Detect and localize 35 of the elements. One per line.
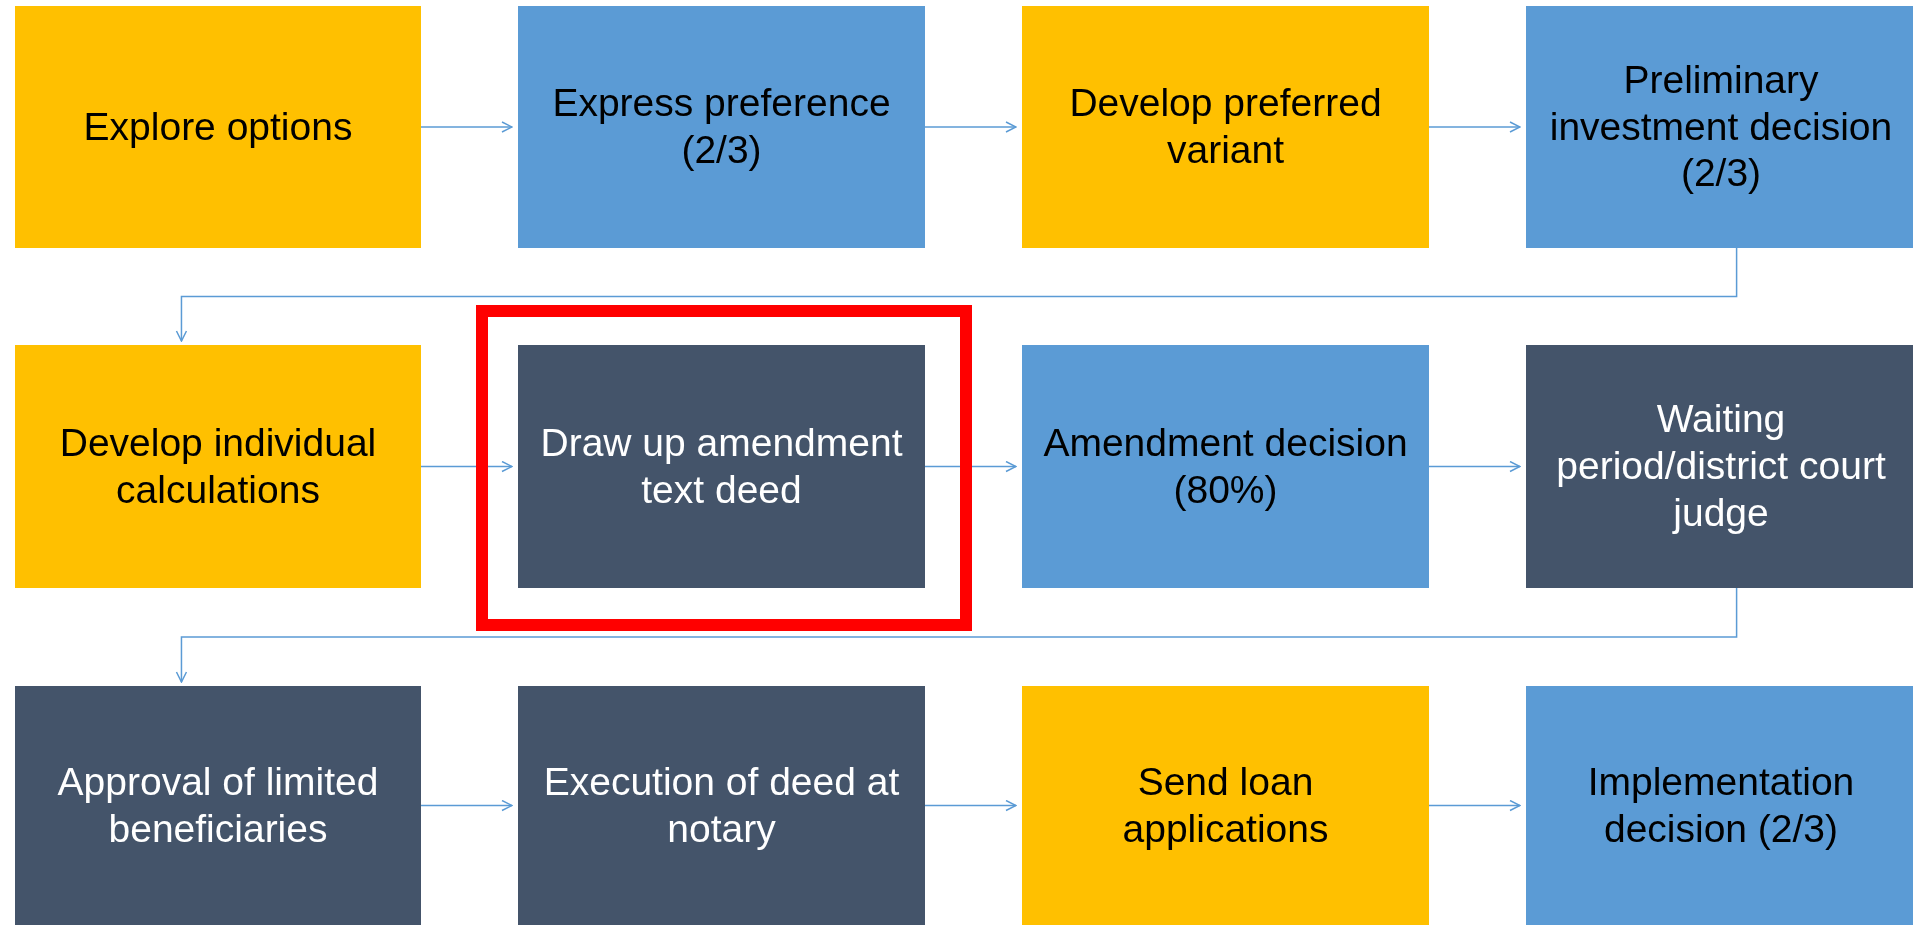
box-label: Explore options <box>83 103 353 150</box>
arrow <box>1428 799 1521 812</box>
arrow <box>924 121 1017 133</box>
process-box <box>15 6 421 248</box>
process-box <box>15 345 421 588</box>
arrow <box>175 587 1738 683</box>
arrow <box>420 460 513 473</box>
process-box <box>1526 686 1913 925</box>
process-box <box>1526 345 1913 588</box>
process-box <box>1526 6 1913 248</box>
box-label: Preliminary investment decision (2/3) <box>1548 56 1894 197</box>
process-box <box>1022 6 1429 248</box>
arrow <box>1428 121 1521 133</box>
arrow <box>924 460 1017 473</box>
arrow <box>420 121 513 133</box>
box-label: Draw up amendment text deed <box>539 419 904 513</box>
box-label: Amendment decision (80%) <box>1042 419 1409 513</box>
process-box <box>15 686 421 925</box>
box-label: Express preference (2/3) <box>551 80 892 173</box>
box-label: Waiting period/district court judge <box>1555 396 1887 536</box>
process-box <box>1022 345 1429 588</box>
box-label: Execution of deed at notary <box>542 758 901 852</box>
process-box <box>518 686 925 925</box>
arrow <box>924 799 1017 812</box>
process-box <box>1022 686 1429 925</box>
box-label: Develop preferred variant <box>1068 80 1383 173</box>
arrow <box>175 247 1738 342</box>
box-label: Develop individual calculations <box>58 419 378 513</box>
arrow <box>420 799 513 812</box>
process-box <box>518 345 925 588</box>
box-label: Implementation decision (2/3) <box>1586 758 1856 852</box>
process-box <box>518 6 925 248</box>
box-label: Approval of limited beneficiaries <box>56 758 380 852</box>
box-label: Send loan applications <box>1121 758 1330 852</box>
arrow <box>1428 460 1521 473</box>
